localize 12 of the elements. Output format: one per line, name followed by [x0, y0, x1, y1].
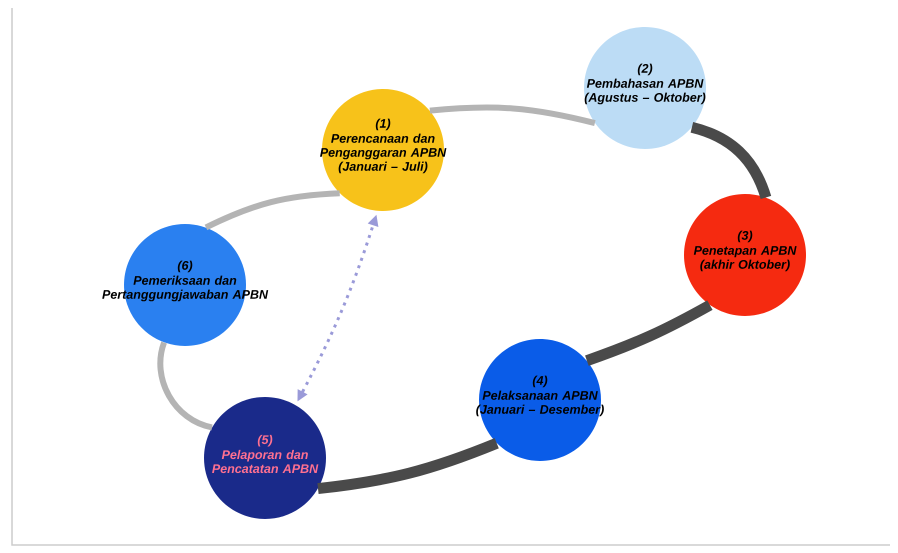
- stage-circle: [684, 194, 806, 316]
- connector: [317, 438, 499, 494]
- connector: [690, 122, 772, 200]
- connector: [585, 300, 713, 366]
- stage-circle: [204, 396, 326, 519]
- stage-label: (2) Pembahasan APBN (Agustus – Oktober): [584, 64, 706, 104]
- connector: [204, 190, 340, 230]
- connector: [157, 342, 213, 430]
- stage-label: (3) Penetapan APBN (akhir Oktober): [694, 230, 797, 272]
- stage-label: (5) Pelaporan dan Pencatatan APBN: [212, 434, 318, 474]
- connector: [430, 104, 596, 126]
- stage-circle: [584, 26, 706, 149]
